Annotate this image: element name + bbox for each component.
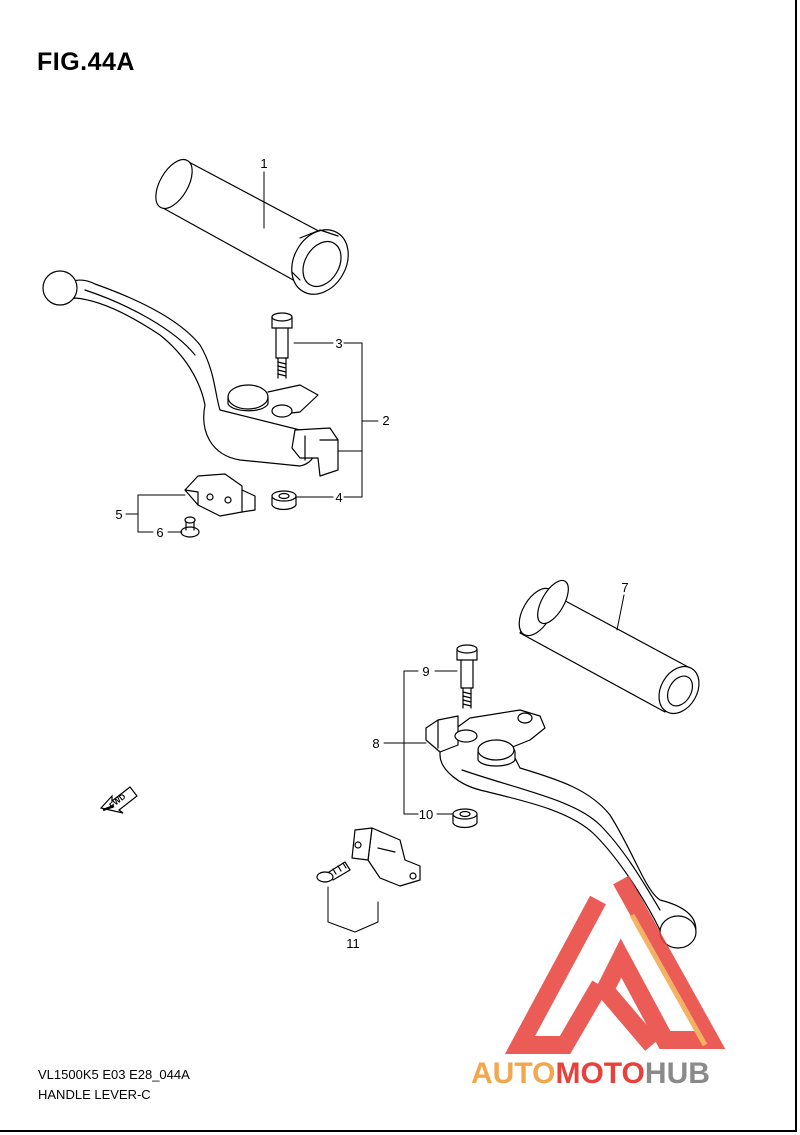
watermark-text: AUTOMOTOHUB [471,1057,710,1090]
part-4-nut [271,490,297,511]
callout-10: 10 [419,807,433,822]
leader-lines [125,171,625,933]
footer-model-code: VL1500K5 E03 E28_044A [38,1067,190,1082]
callout-5: 5 [115,507,122,522]
watermark-logo [504,875,726,1054]
part-2-clutch-lever [42,270,339,477]
callout-4: 4 [335,490,342,505]
part-3-pivot-bolt [271,312,293,379]
part-5-clutch-switch [184,473,256,517]
washer-2 [454,729,478,743]
callout-6: 6 [156,525,163,540]
part-9-pivot-bolt [456,644,478,709]
figure-title: FIG.44A [37,48,135,76]
washer [271,404,293,418]
callout-1: 1 [260,156,267,171]
callout-7: 7 [621,580,628,595]
part-11-brake-switch [316,827,421,887]
callout-11: 11 [346,936,360,951]
callout-3: 3 [335,336,342,351]
callout-2: 2 [382,413,389,428]
callout-labels: 1 2 3 4 5 6 7 8 9 10 11 [115,156,628,951]
part-1-left-grip [155,158,349,295]
part-6-screw [180,516,200,538]
callout-8: 8 [372,736,379,751]
part-10-nut [452,808,478,829]
part-7-right-grip [518,579,700,715]
part-8-brake-lever [425,709,697,949]
footer-section-name: HANDLE LEVER-C [38,1087,151,1102]
callout-9: 9 [422,664,429,679]
fwd-arrow-icon: FWD [99,786,138,814]
